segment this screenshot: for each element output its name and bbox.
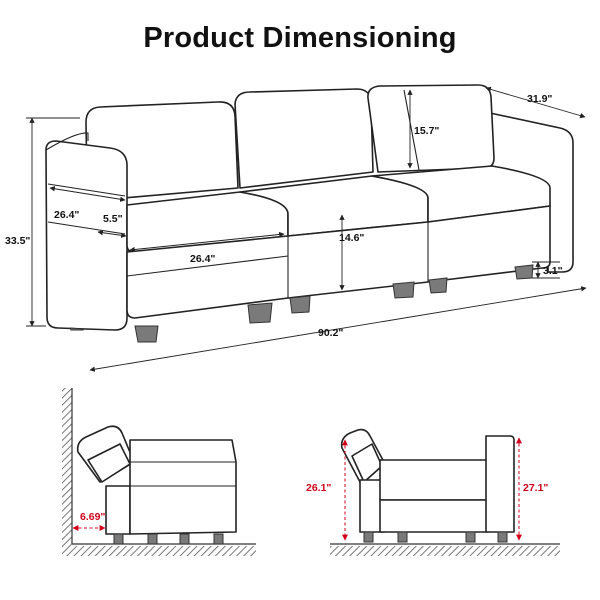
side-view-left: 6.69": [62, 388, 256, 556]
main-sofa-view: 33.5" 31.9" 15.7" 26.4" 5.5" 26.4" 14.6"…: [5, 84, 587, 372]
label-arm-width: 5.5": [103, 213, 123, 225]
label-seat-height: 14.6": [339, 232, 364, 244]
label-overall-width: 90.2": [318, 327, 343, 339]
side-view-right: 26.1" 27.1": [306, 428, 560, 556]
label-seat-depth: 26.4": [54, 209, 79, 221]
label-wall-clearance: 6.69": [80, 511, 105, 523]
label-overall-height: 33.5": [5, 235, 30, 247]
label-leg-height: 3.1": [543, 265, 563, 277]
page-title: Product Dimensioning: [143, 22, 457, 54]
label-side-arm-height: 27.1": [523, 482, 548, 494]
label-depth: 31.9": [527, 93, 552, 105]
label-back-height: 15.7": [414, 125, 439, 137]
left-arm: [45, 140, 128, 331]
label-arm-height: 26.4": [190, 253, 215, 265]
back-cushion-2: [234, 88, 374, 189]
label-reclined-height: 26.1": [306, 482, 331, 494]
